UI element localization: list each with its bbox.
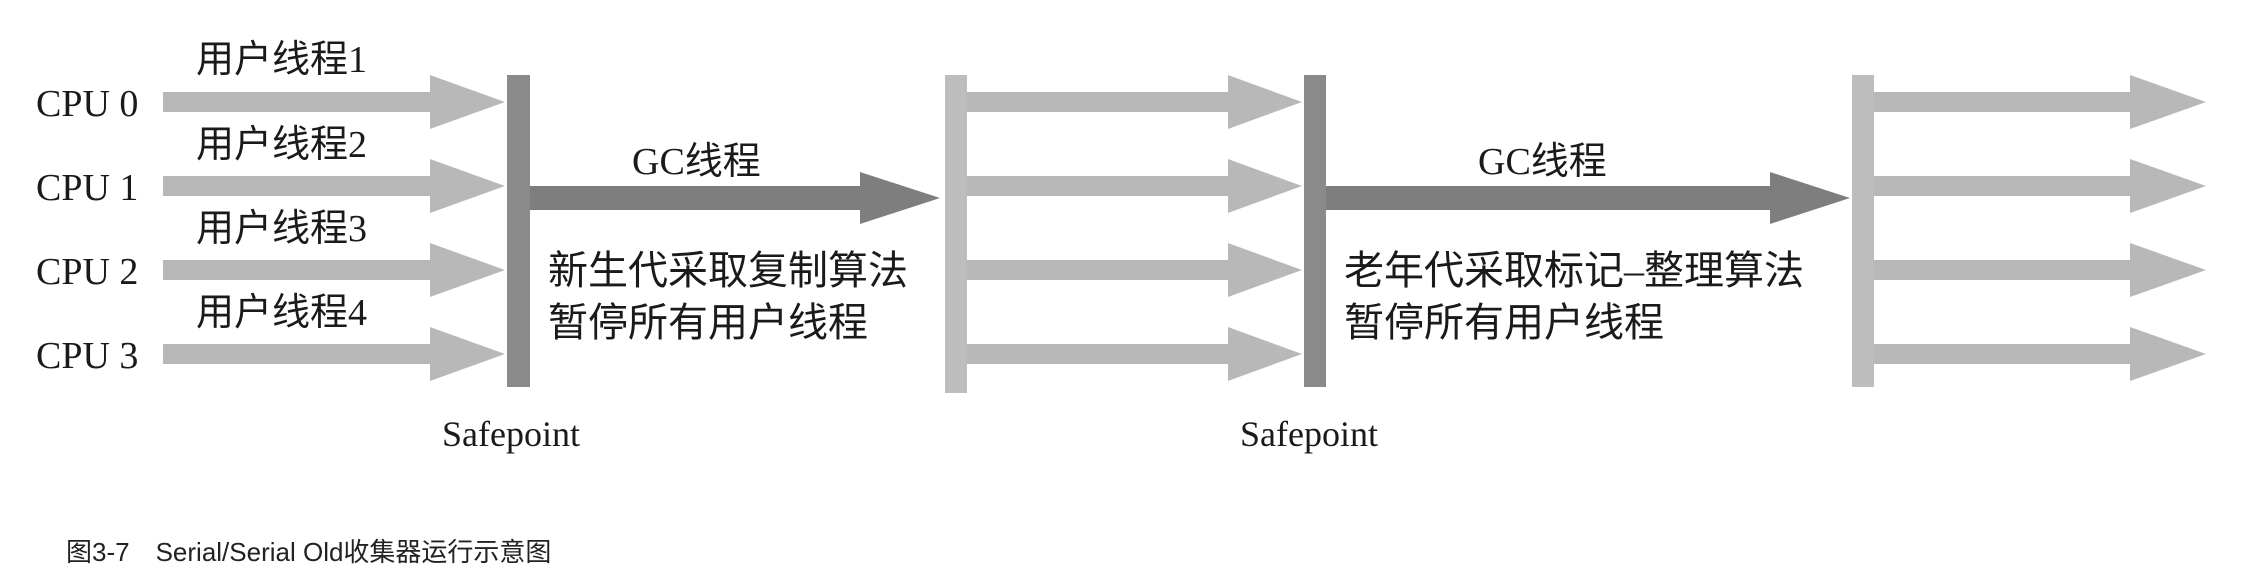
user-thread-arrow-stage3-1 — [1874, 159, 2206, 213]
phase2-desc-line1: 老年代采取标记–整理算法 — [1344, 248, 1804, 293]
safepoint-bar-2 — [1304, 75, 1326, 387]
user-thread-arrow-stage3-2 — [1874, 243, 2206, 297]
safepoint-label-1: Safepoint — [442, 414, 580, 454]
user-thread-arrow-stage2-2 — [967, 243, 1302, 297]
cpu-label-3: CPU 3 — [36, 335, 138, 377]
user-thread-arrow-3 — [163, 327, 505, 381]
gc-thread-arrow-1 — [530, 172, 940, 224]
user-thread-arrow-stage2-1 — [967, 159, 1302, 213]
user-thread-label-3: 用户线程4 — [196, 292, 367, 334]
figure-caption: 图3-7 Serial/Serial Old收集器运行示意图 — [66, 537, 552, 567]
phase2-desc-line2: 暂停所有用户线程 — [1344, 300, 1664, 345]
phase1-desc-line1: 新生代采取复制算法 — [548, 248, 908, 293]
user-thread-arrow-stage3-0 — [1874, 75, 2206, 129]
resume-bar-1 — [945, 75, 967, 393]
user-thread-arrow-stage2-3 — [967, 327, 1302, 381]
user-thread-label-1: 用户线程2 — [196, 124, 367, 166]
user-thread-arrow-2 — [163, 243, 505, 297]
user-thread-arrow-1 — [163, 159, 505, 213]
user-thread-arrow-0 — [163, 75, 505, 129]
phase1-desc-line2: 暂停所有用户线程 — [548, 300, 868, 345]
user-thread-arrow-stage3-3 — [1874, 327, 2206, 381]
cpu-label-0: CPU 0 — [36, 83, 138, 125]
gc-thread-label-2: GC线程 — [1478, 141, 1607, 183]
gc-thread-arrow-2 — [1326, 172, 1850, 224]
cpu-label-2: CPU 2 — [36, 251, 138, 293]
cpu-label-1: CPU 1 — [36, 167, 138, 209]
safepoint-label-2: Safepoint — [1240, 414, 1378, 454]
safepoint-bar-1 — [507, 75, 530, 387]
gc-thread-label-1: GC线程 — [632, 141, 761, 183]
user-thread-arrow-stage2-0 — [967, 75, 1302, 129]
user-thread-label-2: 用户线程3 — [196, 208, 367, 250]
user-thread-label-0: 用户线程1 — [196, 39, 367, 81]
resume-bar-2 — [1852, 75, 1874, 387]
